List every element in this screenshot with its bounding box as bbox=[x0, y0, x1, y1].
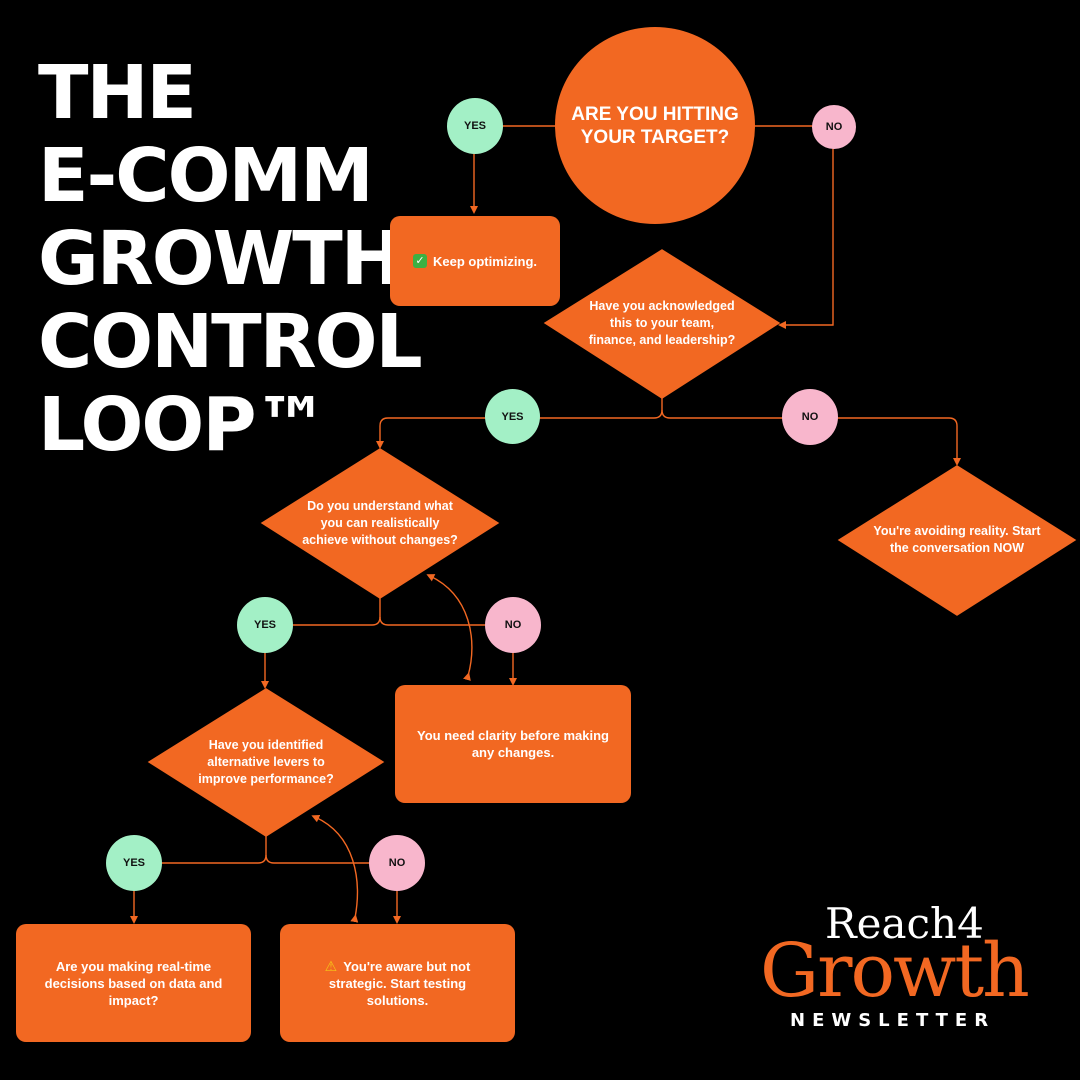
q3-loop-arrow bbox=[426, 574, 473, 681]
logo-growth: Growth bbox=[760, 928, 1030, 1014]
keep-optimizing-text: Keep optimizing. bbox=[433, 253, 537, 269]
q1-no-badge: NO bbox=[812, 105, 856, 149]
title-line: LOOP™ bbox=[38, 382, 329, 468]
q4-text: Have you identified alternative levers t… bbox=[198, 737, 334, 786]
q1-circle: ARE YOU HITTING YOUR TARGET? bbox=[555, 27, 755, 224]
q2-yes-badge: YES bbox=[485, 389, 540, 444]
realtime-box: Are you making real-time decisions based… bbox=[16, 924, 251, 1042]
q4-no-line bbox=[265, 854, 401, 924]
check-mark-icon: ✓ bbox=[413, 254, 427, 268]
title-line: GROWTH bbox=[38, 216, 403, 302]
q2-no-line bbox=[661, 409, 961, 466]
warning-icon: ⚠ bbox=[324, 957, 338, 974]
q4-yes-badge: YES bbox=[106, 835, 162, 891]
clarity-box: You need clarity before making any chang… bbox=[395, 685, 631, 803]
avoid-text: You're avoiding reality. Start the conve… bbox=[873, 524, 1041, 555]
q4-no-badge: NO bbox=[369, 835, 425, 891]
aware-box: ⚠You're aware but not strategic. Start t… bbox=[280, 924, 515, 1042]
title-line: THE bbox=[38, 50, 197, 136]
q2-text: Have you acknowledged this to your team,… bbox=[588, 298, 736, 347]
q4-loop-arrow bbox=[311, 814, 359, 923]
page-title: THE E-COMM GROWTH CONTROL LOOP™ bbox=[38, 50, 423, 468]
aware-text: You're aware but not strategic. Start te… bbox=[328, 958, 471, 1008]
logo-newsletter: NEWSLETTER bbox=[790, 1010, 996, 1031]
logo-reach4: Reach4 bbox=[825, 899, 984, 948]
title-line: CONTROL bbox=[38, 299, 423, 385]
q3-no-badge: NO bbox=[485, 597, 541, 653]
q3-yes-badge: YES bbox=[237, 597, 293, 653]
q3-no-line bbox=[379, 616, 517, 686]
q1-yes-badge: YES bbox=[447, 98, 503, 154]
keep-optimizing-box: ✓ Keep optimizing. bbox=[390, 216, 560, 306]
q1-text: ARE YOU HITTING YOUR TARGET? bbox=[571, 103, 739, 148]
q3-text: Do you understand what you can realistic… bbox=[302, 498, 458, 547]
q1-no-line bbox=[755, 125, 834, 329]
q2-no-badge: NO bbox=[782, 389, 838, 445]
title-line: E-COMM bbox=[38, 133, 374, 219]
realtime-text: Are you making real-time decisions based… bbox=[44, 958, 223, 1008]
reach4growth-logo: Reach4 Growth NEWSLETTER bbox=[755, 900, 1055, 1040]
avoid-diamond bbox=[837, 465, 1077, 616]
clarity-text: You need clarity before making any chang… bbox=[417, 728, 609, 760]
